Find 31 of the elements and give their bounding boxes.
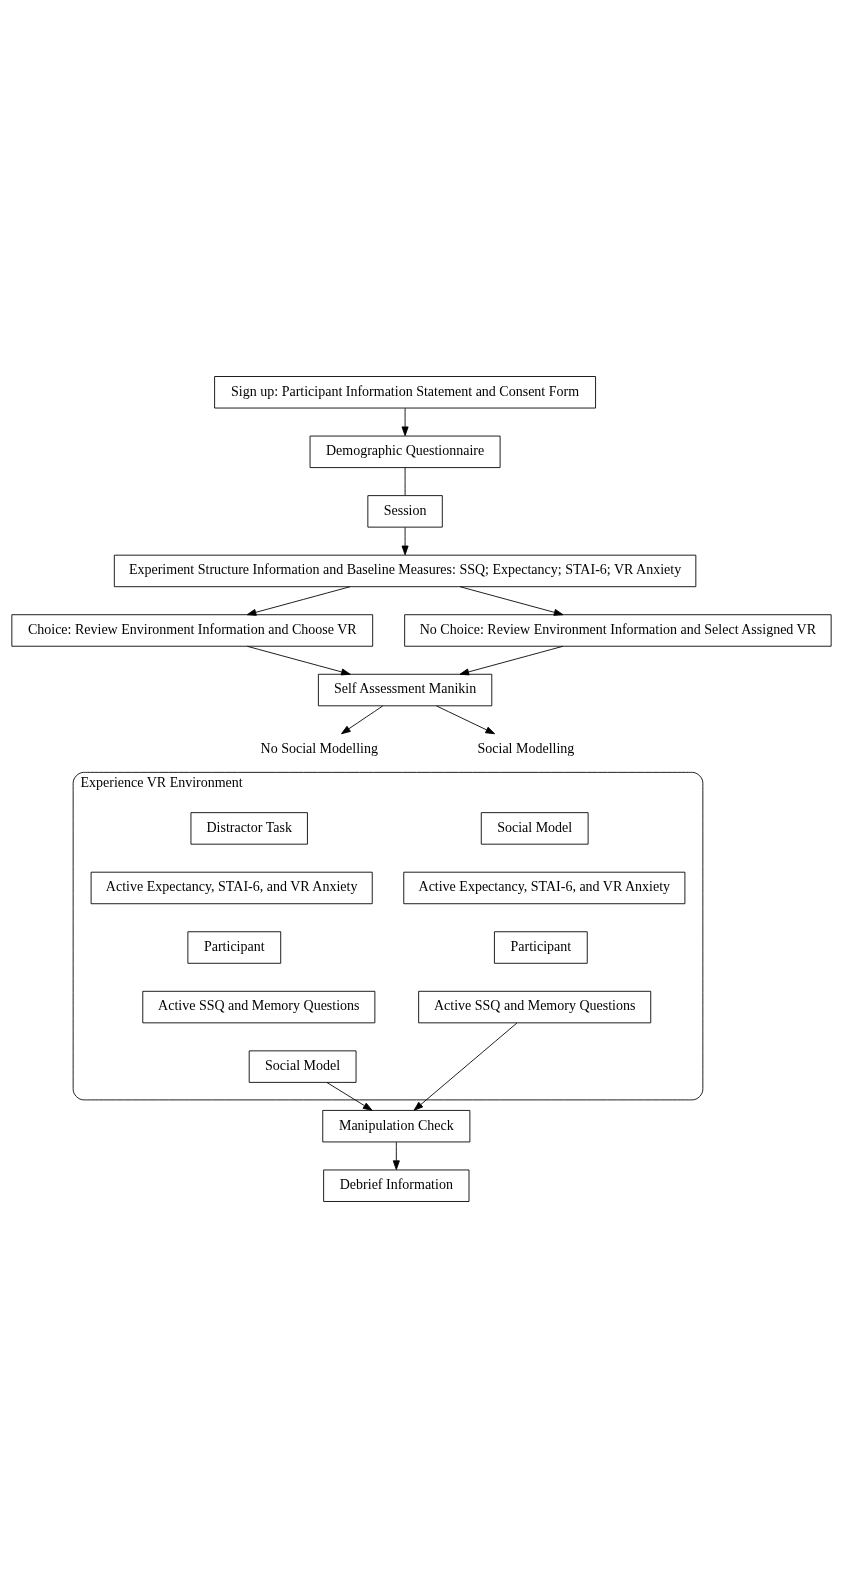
- node-box: Experiment Structure Information and Baseline Measures: SSQ; Expectancy; STAI-6; VR Anxiety: [113, 554, 697, 588]
- arrow: [459, 586, 564, 616]
- arrow: [246, 645, 351, 676]
- node-box: Choice: Review Environment Information and Choose VR: [11, 614, 374, 647]
- node-box: Social Model: [480, 812, 589, 845]
- node-box: Active SSQ and Memory Questions: [142, 990, 376, 1024]
- node-box: No Choice: Review Environment Information and Select Assigned VR: [404, 614, 832, 647]
- arrow: [436, 705, 496, 735]
- arrow: [401, 407, 409, 437]
- node-box: Active Expectancy, STAI-6, and VR Anxiety: [90, 871, 373, 905]
- node-text: No Social Modelling: [260, 740, 378, 756]
- node-box: Sign up: Participant Information Statement and Consent Form: [214, 376, 596, 409]
- node-box: Participant: [493, 931, 588, 964]
- node-box: Participant: [187, 931, 282, 964]
- arrow: [413, 1022, 518, 1111]
- node-box: Active Expectancy, STAI-6, and VR Anxiety: [403, 871, 686, 905]
- arrow: [246, 586, 351, 616]
- node-box: Distractor Task: [190, 812, 308, 845]
- node-text: Social Modelling: [477, 740, 575, 756]
- node-box: Demographic Questionnaire: [309, 435, 501, 469]
- node-box: Session: [367, 495, 443, 528]
- arrow: [459, 645, 564, 676]
- arrow: [401, 527, 409, 556]
- arrow: [392, 1141, 400, 1170]
- node-box: Social Model: [248, 1050, 357, 1083]
- node-box: Manipulation Check: [322, 1109, 471, 1143]
- node-box: Active SSQ and Memory Questions: [418, 990, 652, 1024]
- arrow: [341, 705, 384, 735]
- node-box: Self Assessment Manikin: [317, 673, 493, 707]
- connector: [404, 467, 406, 496]
- node-box: Debrief Information: [323, 1169, 470, 1202]
